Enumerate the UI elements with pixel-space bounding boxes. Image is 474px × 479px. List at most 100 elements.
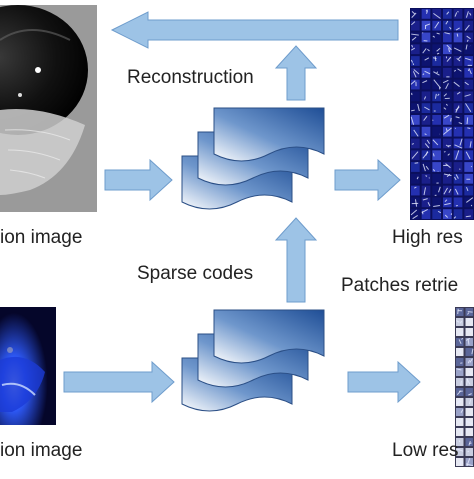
dictionary-patch xyxy=(456,328,464,336)
dictionary-patch xyxy=(454,115,463,125)
dictionary-patch xyxy=(443,9,452,19)
dictionary-patch xyxy=(432,174,441,184)
dictionary-patch xyxy=(464,80,473,90)
dictionary-patch xyxy=(464,115,473,125)
sparse-codes-label: Sparse codes xyxy=(137,264,253,283)
dictionary-patch xyxy=(411,9,420,19)
dictionary-patch xyxy=(456,318,464,326)
dictionary-patch xyxy=(464,21,473,31)
dictionary-patch xyxy=(443,33,452,43)
dictionary-patch xyxy=(411,197,420,207)
dictionary-patch xyxy=(443,150,452,160)
dictionary-patch xyxy=(432,9,441,19)
dictionary-patch xyxy=(422,68,431,78)
dictionary-patch xyxy=(422,162,431,172)
dictionary-patch xyxy=(432,21,441,31)
dictionary-patch xyxy=(454,103,463,113)
dictionary-patch xyxy=(464,127,473,137)
low-res-input-label: ion image xyxy=(0,441,82,460)
dictionary-patch xyxy=(466,428,474,436)
dictionary-patch xyxy=(443,162,452,172)
dictionary-patch xyxy=(456,418,464,426)
dictionary-patch xyxy=(464,68,473,78)
dictionary-patch xyxy=(464,91,473,101)
dictionary-patch xyxy=(464,103,473,113)
dictionary-patch xyxy=(432,115,441,125)
arrow-to-high-res-image xyxy=(112,12,398,48)
dictionary-patch xyxy=(422,21,431,31)
reconstruction-label: Reconstruction xyxy=(127,68,254,87)
dictionary-patch xyxy=(443,91,452,101)
dictionary-patch xyxy=(432,80,441,90)
dictionary-patch xyxy=(466,378,474,386)
dictionary-patch xyxy=(411,33,420,43)
dictionary-patch xyxy=(432,103,441,113)
dictionary-patch xyxy=(443,174,452,184)
dictionary-patch xyxy=(411,91,420,101)
dictionary-patch xyxy=(422,80,431,90)
dictionary-patch xyxy=(432,186,441,196)
dictionary-patch xyxy=(466,448,474,456)
dictionary-patch xyxy=(411,44,420,54)
low-res-sparse-code-stack xyxy=(182,310,324,411)
dictionary-patch xyxy=(422,33,431,43)
dictionary-patch xyxy=(454,139,463,149)
dictionary-patch xyxy=(432,150,441,160)
dictionary-patch xyxy=(456,308,464,316)
reconstruction-arrow xyxy=(276,46,316,100)
high-res-sparse-code-stack xyxy=(182,108,324,209)
dictionary-patch xyxy=(464,139,473,149)
dictionary-patch xyxy=(422,139,431,149)
dictionary-patch xyxy=(456,398,464,406)
dictionary-patch xyxy=(422,150,431,160)
dictionary-patch xyxy=(464,150,473,160)
dictionary-patch xyxy=(466,398,474,406)
dictionary-patch xyxy=(466,438,474,446)
arrow-low-image-to-codes xyxy=(64,362,174,402)
dictionary-patch xyxy=(443,56,452,66)
dictionary-patch xyxy=(411,127,420,137)
dictionary-patch xyxy=(432,139,441,149)
dictionary-patch xyxy=(422,44,431,54)
dictionary-patch xyxy=(411,150,420,160)
dictionary-patch xyxy=(422,209,431,219)
dictionary-patch xyxy=(454,44,463,54)
dictionary-patch xyxy=(443,103,452,113)
dictionary-patch xyxy=(466,388,474,396)
dictionary-patch xyxy=(454,186,463,196)
dictionary-patch xyxy=(464,33,473,43)
dictionary-patch xyxy=(466,318,474,326)
dictionary-patch xyxy=(422,115,431,125)
dictionary-patch xyxy=(411,186,420,196)
dictionary-patch xyxy=(432,68,441,78)
high-res-dictionary-grid xyxy=(410,8,474,220)
high-res-dictionary-label: High res xyxy=(392,228,463,247)
dictionary-patch xyxy=(466,458,474,466)
dictionary-patch xyxy=(466,348,474,356)
dictionary-patch xyxy=(464,186,473,196)
dictionary-patch xyxy=(456,338,464,346)
dictionary-patch xyxy=(466,368,474,376)
high-res-input-image xyxy=(0,5,97,212)
dictionary-patch xyxy=(466,338,474,346)
low-res-dictionary-label: Low res xyxy=(392,441,459,460)
dictionary-patch xyxy=(443,127,452,137)
dictionary-patch xyxy=(466,408,474,416)
dictionary-patch xyxy=(454,56,463,66)
dictionary-patch xyxy=(422,103,431,113)
dictionary-patch xyxy=(454,150,463,160)
dictionary-patch xyxy=(422,127,431,137)
dictionary-patch xyxy=(456,378,464,386)
dictionary-patch xyxy=(454,68,463,78)
dictionary-patch xyxy=(454,197,463,207)
dictionary-patch xyxy=(443,44,452,54)
arrow-codes-to-high-dict xyxy=(335,160,400,200)
dictionary-patch xyxy=(411,21,420,31)
dictionary-patch xyxy=(443,21,452,31)
dictionary-patch xyxy=(464,197,473,207)
dictionary-patch xyxy=(411,139,420,149)
dictionary-patch xyxy=(432,33,441,43)
dictionary-patch xyxy=(454,9,463,19)
arrow-high-image-to-codes xyxy=(105,160,172,200)
